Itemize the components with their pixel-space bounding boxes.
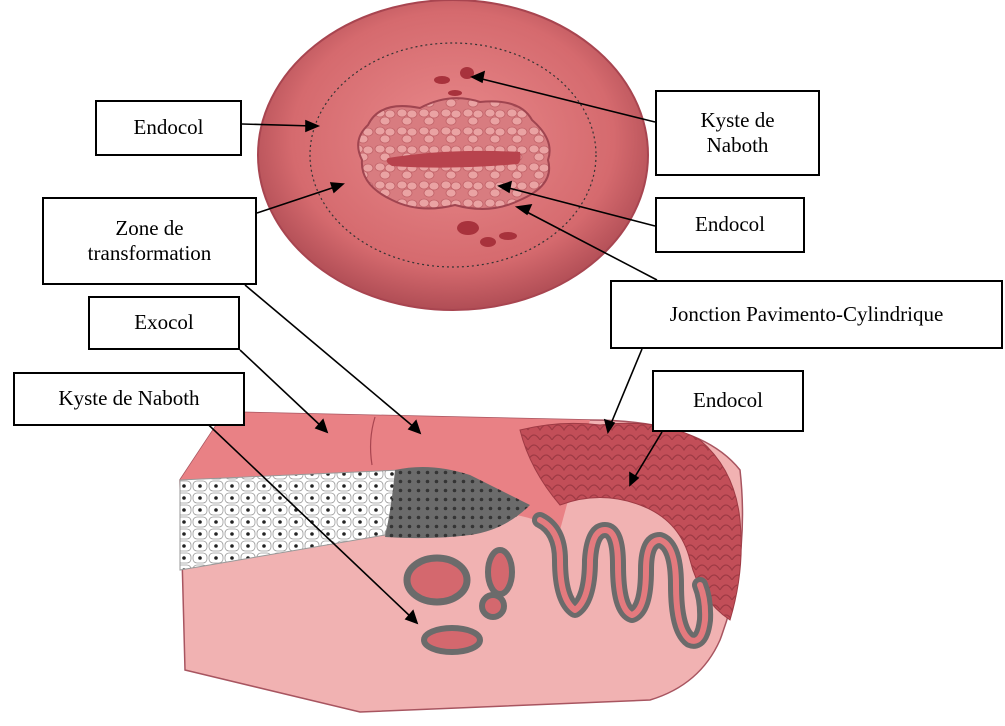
- naboth-cyst-top-3: [448, 90, 462, 96]
- cervix-front-view: [258, 0, 648, 310]
- arrow-jonction-bottom: [610, 349, 642, 426]
- label-endocol-left: Endocol: [95, 100, 242, 156]
- naboth-cyst-section-1: [407, 558, 467, 602]
- label-endocol-bottom: Endocol: [652, 370, 804, 432]
- naboth-cyst-section-3: [482, 595, 504, 617]
- naboth-cyst-section-4: [424, 628, 480, 652]
- cervix-cross-section: [180, 412, 743, 712]
- naboth-cyst-bottom-1: [457, 221, 479, 235]
- naboth-cyst-section-2: [488, 550, 512, 594]
- label-kyste-de-naboth-bottom: Kyste de Naboth: [13, 372, 245, 426]
- arrow-zone-transformation-bottom: [245, 285, 415, 428]
- label-exocol: Exocol: [88, 296, 240, 350]
- naboth-cyst-bottom-2: [480, 237, 496, 247]
- naboth-cyst-bottom-3: [499, 232, 517, 240]
- label-kyste-de-naboth-top: Kyste de Naboth: [655, 90, 820, 176]
- naboth-cyst-top-1: [434, 76, 450, 84]
- label-zone-de-transformation: Zone de transformation: [42, 197, 257, 285]
- label-endocol-right: Endocol: [655, 197, 805, 253]
- label-jonction-pavimento-cylindrique: Jonction Pavimento-Cylindrique: [610, 280, 1003, 349]
